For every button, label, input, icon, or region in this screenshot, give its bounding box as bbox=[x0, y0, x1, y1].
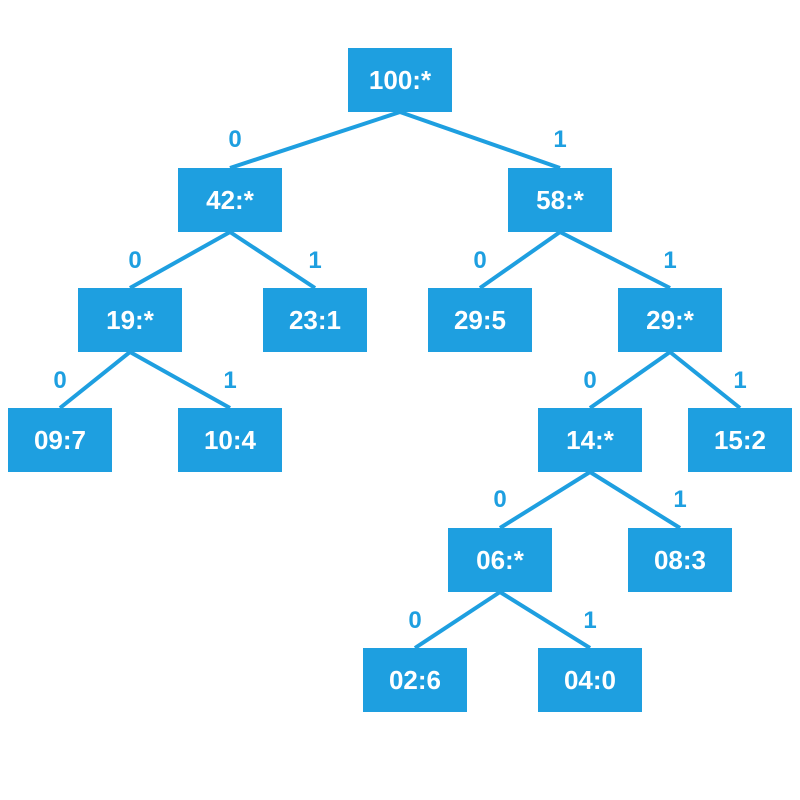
edge-n19-n10 bbox=[129, 350, 231, 410]
edge-label-100-42: 0 bbox=[228, 126, 242, 153]
edge-n06-n02 bbox=[413, 590, 502, 650]
edge-n58-n29b bbox=[559, 230, 671, 290]
tree-node-root: 100:* bbox=[348, 48, 452, 112]
edge-label-100-58: 1 bbox=[553, 126, 567, 153]
tree-node-19: 19:* bbox=[78, 288, 182, 352]
edge-n14-n06 bbox=[498, 470, 592, 530]
tree-leaf-02: 02:6 bbox=[363, 648, 467, 712]
tree-leaf-23: 23:1 bbox=[263, 288, 367, 352]
tree-leaf-10: 10:4 bbox=[178, 408, 282, 472]
edge-label-06-02: 0 bbox=[408, 607, 422, 634]
edge-label-06-04: 1 bbox=[583, 607, 597, 634]
tree-leaf-04: 04:0 bbox=[538, 648, 642, 712]
tree-leaf-08: 08:3 bbox=[628, 528, 732, 592]
tree-leaf-15: 15:2 bbox=[688, 408, 792, 472]
edge-label-14-08: 1 bbox=[673, 486, 687, 513]
edge-n42-n19 bbox=[129, 230, 231, 290]
edge-n19-n09 bbox=[58, 350, 132, 410]
tree-node-06: 06:* bbox=[448, 528, 552, 592]
edge-n29b-n14 bbox=[588, 350, 672, 410]
tree-node-14: 14:* bbox=[538, 408, 642, 472]
edge-n58-n29a bbox=[478, 230, 562, 290]
edge-label-29-14: 0 bbox=[583, 367, 597, 394]
edge-n100-n58 bbox=[399, 110, 561, 170]
edge-label-58-29b: 1 bbox=[663, 247, 677, 274]
edge-n06-n04 bbox=[498, 590, 592, 650]
edge-label-42-23: 1 bbox=[308, 247, 322, 274]
tree-leaf-09: 09:7 bbox=[8, 408, 112, 472]
tree-node-42: 42:* bbox=[178, 168, 282, 232]
edge-n42-n23 bbox=[228, 230, 317, 290]
tree-leaf-29: 29:5 bbox=[428, 288, 532, 352]
edge-label-19-09: 0 bbox=[53, 367, 67, 394]
edge-label-58-29a: 0 bbox=[473, 247, 487, 274]
edge-label-19-10: 1 bbox=[223, 367, 237, 394]
tree-node-29: 29:* bbox=[618, 288, 722, 352]
edge-label-29-15: 1 bbox=[733, 367, 747, 394]
edge-label-14-06: 0 bbox=[493, 486, 507, 513]
edge-n29b-n15 bbox=[668, 350, 742, 410]
tree-node-58: 58:* bbox=[508, 168, 612, 232]
edge-n14-n08 bbox=[588, 470, 682, 530]
edge-label-42-19: 0 bbox=[128, 247, 142, 274]
edge-n100-n42 bbox=[229, 110, 401, 170]
